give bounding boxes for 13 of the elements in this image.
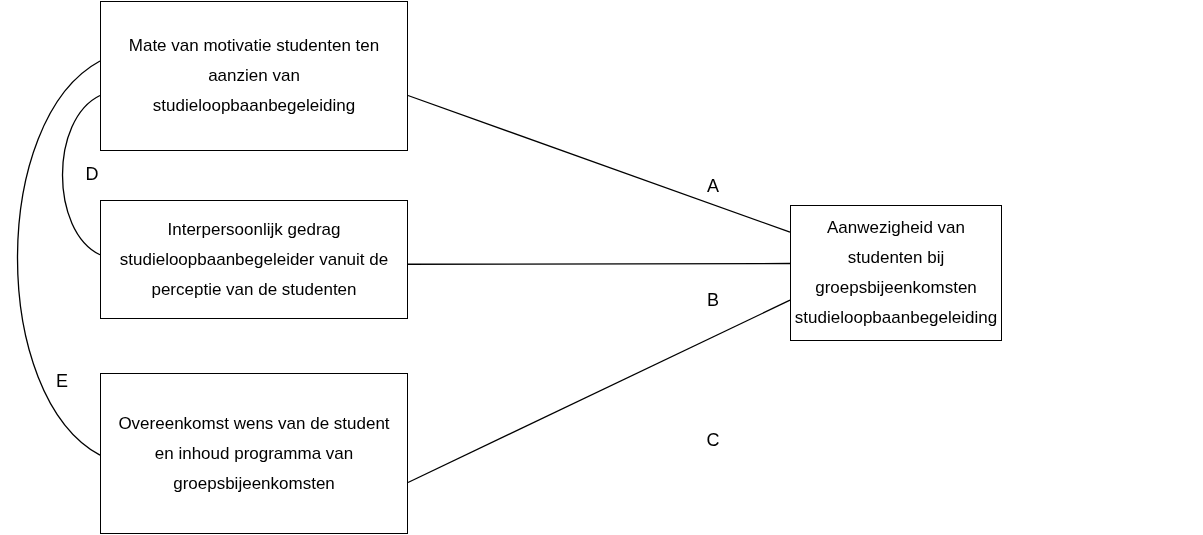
box-text: Interpersoonlijk gedrag studieloopbaanbegeleider vanuit de perceptie van de studenten xyxy=(118,218,390,301)
connector-line xyxy=(407,94,791,233)
connector-line xyxy=(407,262,791,265)
box-text: Aanwezigheid van studenten bij groepsbijeenkomsten studieloopbaanbegeleiding xyxy=(794,217,998,329)
text-box xyxy=(790,205,1002,341)
text-box xyxy=(100,373,408,534)
connector-line xyxy=(16,60,101,456)
connector-line xyxy=(61,94,101,256)
text-box xyxy=(100,1,408,151)
box-text: Mate van motivatie studenten ten aanzien van studieloopbaanbegeleiding xyxy=(127,35,381,117)
box-text: Overeenkomst wens van de student en inhoud programma van groepsbijeenkomsten xyxy=(117,412,391,495)
text-box xyxy=(100,200,408,319)
connector-line xyxy=(407,299,791,484)
